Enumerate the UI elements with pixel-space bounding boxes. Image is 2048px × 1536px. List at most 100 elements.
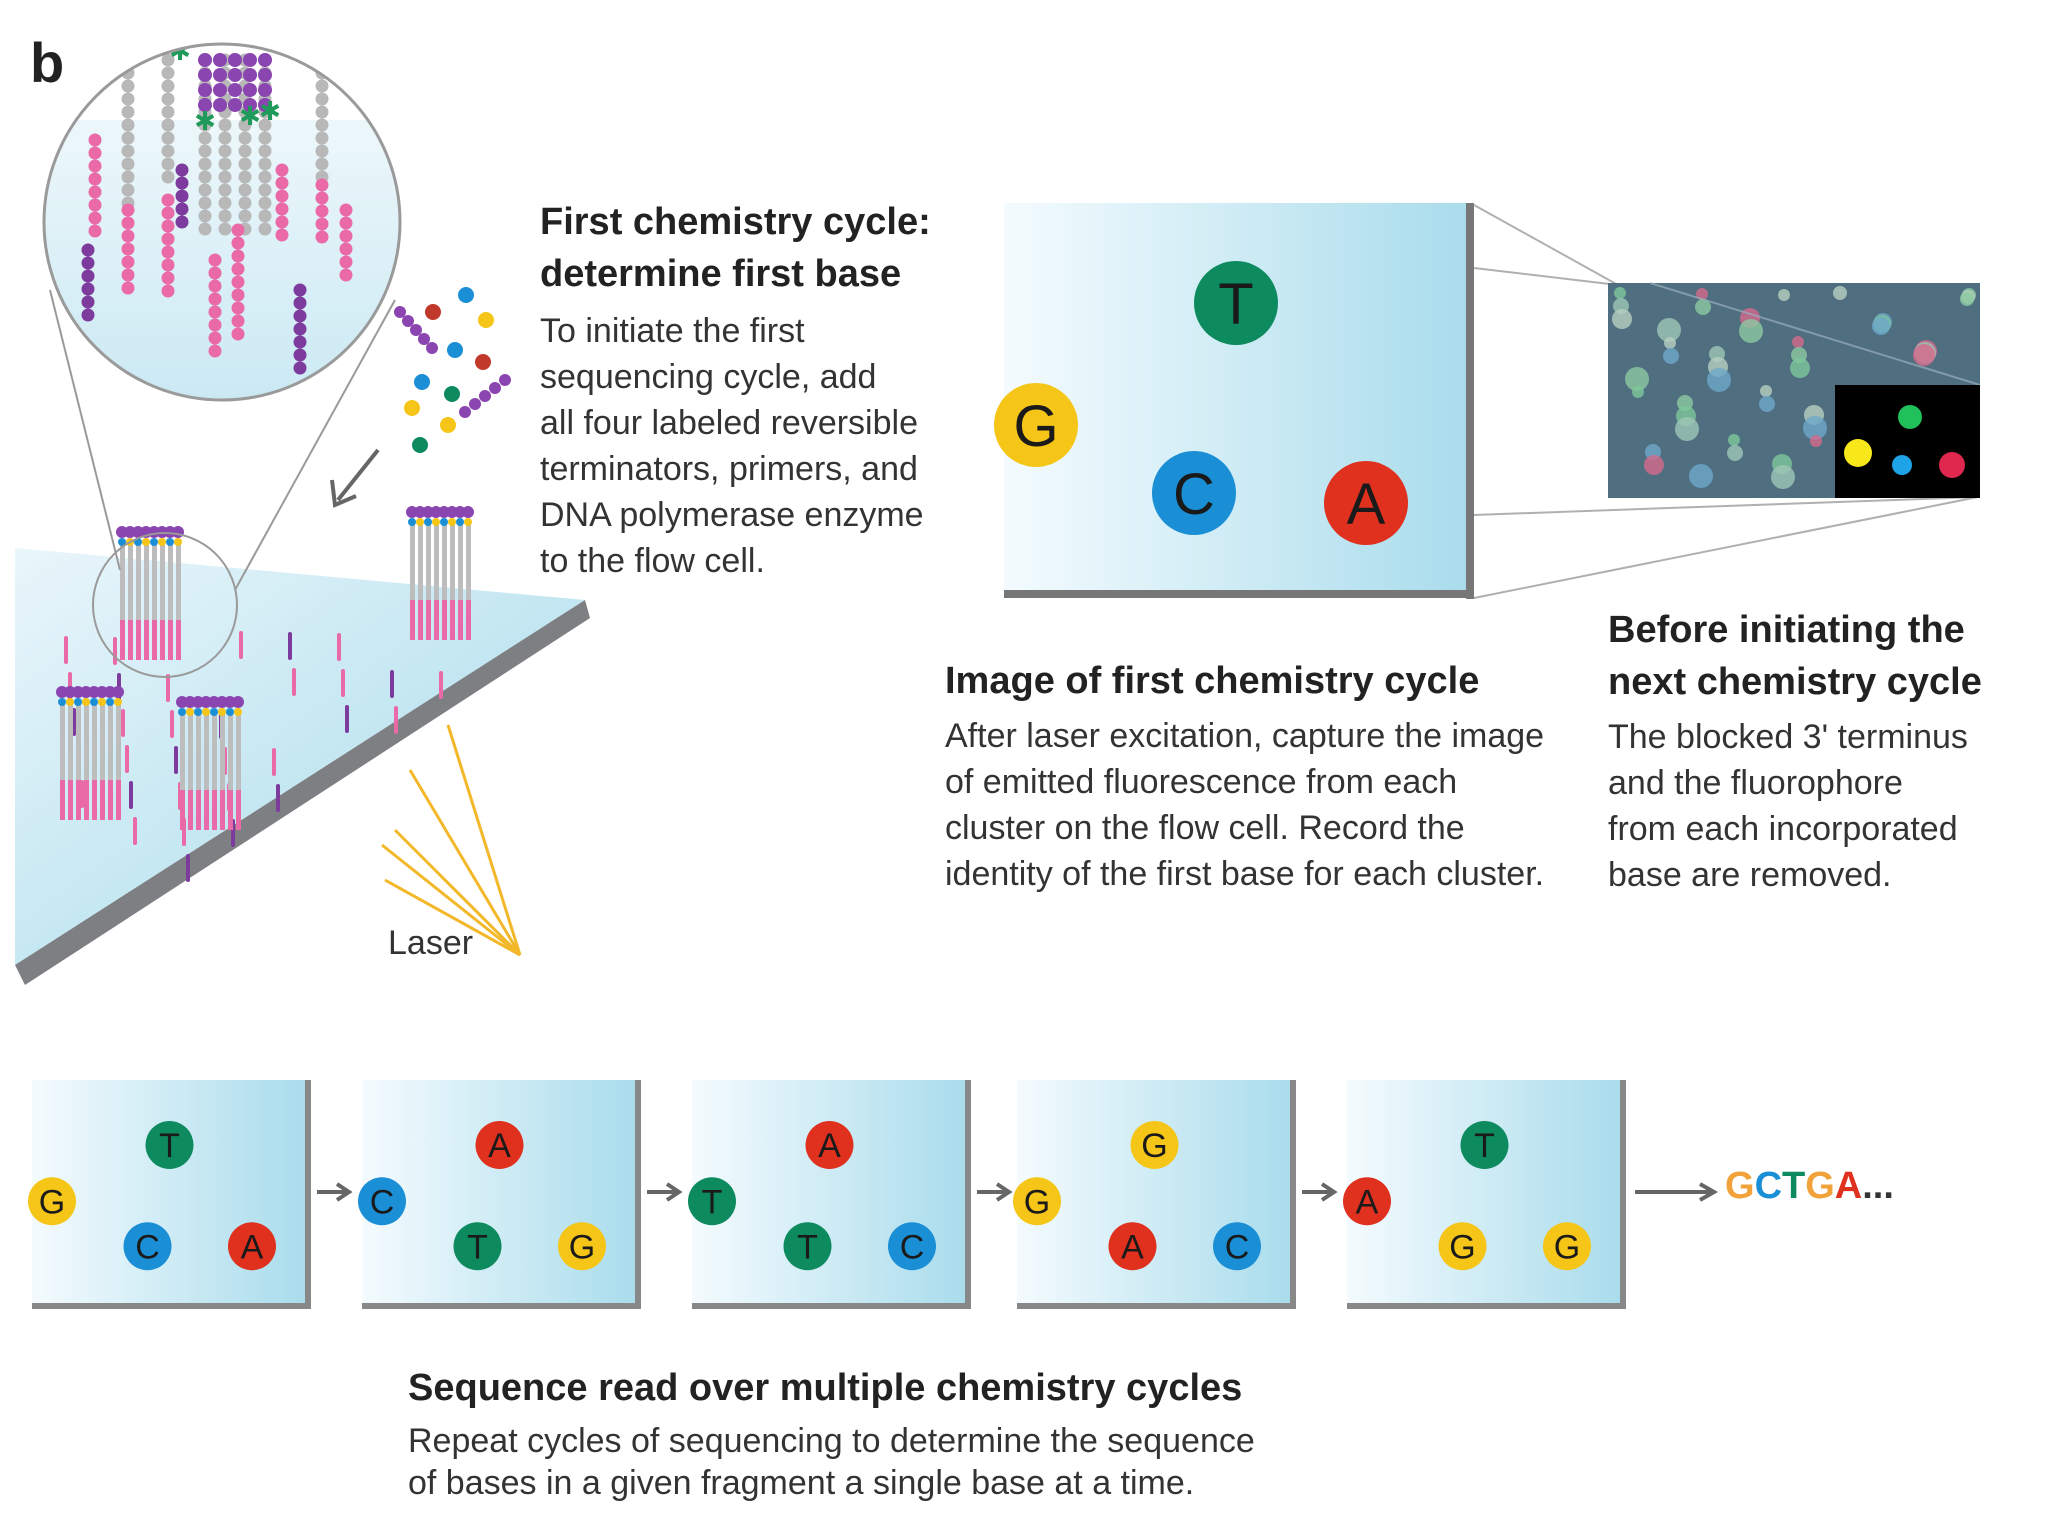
cycle-arrow [317, 1182, 353, 1202]
sequence-base: G [1805, 1165, 1835, 1207]
base-letter: G [569, 1228, 595, 1266]
zoom-lines [49, 289, 396, 591]
base-letter: G [1024, 1183, 1050, 1221]
next-cycle-desc-line: The blocked 3' terminus [1608, 718, 1968, 756]
cluster-highlight-ring [92, 532, 238, 678]
base-G-circle: G [1438, 1222, 1487, 1271]
multi-cycle-title: Sequence read over multiple chemistry cy… [408, 1367, 1243, 1409]
cycle-arrow [647, 1182, 683, 1202]
base-letter: T [1474, 1127, 1495, 1165]
base-letter: T [159, 1127, 180, 1165]
multi-cycle-desc-line: of bases in a given fragment a single ba… [408, 1464, 1195, 1502]
first-cycle-desc-line: all four labeled reversible [540, 404, 918, 442]
flow-cell-strands [56, 506, 474, 882]
base-G-circle: G [1543, 1222, 1591, 1271]
first-cycle-desc-line: sequencing cycle, add [540, 358, 877, 396]
base-letter: A [818, 1127, 841, 1165]
base-letter: G [39, 1183, 65, 1221]
base-letter: G [1013, 394, 1058, 459]
lens-dna-strands: ✱✱✱✱ [81, 44, 353, 375]
image-cycle-desc-line: of emitted fluorescence from each [945, 763, 1458, 801]
fluor-spot-blue [1892, 455, 1912, 475]
base-T-circle: T [453, 1222, 502, 1271]
magnified-cluster-lens: ✱✱✱✱ [42, 42, 402, 402]
cycle-frame: T A G G [1343, 1080, 1626, 1309]
multi-cycle-block: Sequence read over multiple chemistry cy… [408, 1362, 1308, 1504]
base-letter: T [467, 1228, 488, 1266]
base-letter: A [1121, 1228, 1144, 1266]
fluorescence-image [1608, 282, 1981, 498]
image-cycle-desc-line: identity of the first base for each clus… [945, 855, 1545, 893]
cycle-frame: A T T C [688, 1080, 971, 1309]
cycle-frame: T G C A [28, 1080, 311, 1309]
next-cycle-desc-line: base are removed. [1608, 856, 1892, 894]
multi-cycle-desc-line: Repeat cycles of sequencing to determine… [408, 1422, 1255, 1460]
cycle-arrow [977, 1182, 1013, 1202]
base-G-circle: G [1013, 1177, 1061, 1226]
first-cycle-title-line1: First chemistry cycle: [540, 201, 931, 243]
fluor-spot-green [1898, 405, 1922, 429]
first-cycle-desc-line: DNA polymerase enzyme [540, 496, 924, 534]
base-letter: G [1554, 1228, 1580, 1266]
svg-text:✱: ✱ [259, 96, 281, 126]
base-letter: A [1356, 1183, 1379, 1221]
sequence-ellipsis: ... [1862, 1165, 1894, 1207]
fluor-spot-yellow [1844, 439, 1872, 467]
base-letter: G [1141, 1127, 1167, 1165]
base-letter: T [797, 1228, 818, 1266]
base-A-circle: A [228, 1222, 276, 1271]
base-letter: G [1449, 1228, 1475, 1266]
base-A-circle: A [1343, 1177, 1391, 1226]
image-cycle-desc-line: After laser excitation, capture the imag… [945, 717, 1545, 755]
base-C-circle: C [358, 1177, 406, 1226]
base-letter: C [900, 1228, 925, 1266]
panel-letter: b [30, 31, 65, 94]
image-cycle-title: Image of first chemistry cycle [945, 660, 1480, 702]
base-A-circle: A [1324, 461, 1408, 545]
base-G-circle: G [994, 383, 1078, 467]
sequence-result: GCTGA... [1725, 1165, 1894, 1208]
base-letter: C [1173, 462, 1215, 527]
base-G-circle: G [558, 1222, 606, 1271]
fluor-spot-red [1939, 452, 1965, 478]
base-T-circle: T [145, 1121, 194, 1169]
base-G-circle: G [28, 1177, 76, 1226]
next-cycle-desc-line: from each incorporated [1608, 810, 1958, 848]
svg-text:✱: ✱ [194, 106, 216, 136]
base-G-circle: G [1130, 1121, 1179, 1169]
expansion-lines [1473, 204, 1979, 599]
next-cycle-block: Before initiating the next chemistry cyc… [1608, 604, 2038, 898]
base-letter: A [488, 1127, 511, 1165]
base-T-circle: T [783, 1222, 832, 1271]
free-labeled-nucleotides [394, 287, 511, 453]
first-cycle-desc-line: to the flow cell. [540, 542, 765, 580]
first-cycle-desc-line: To initiate the first [540, 312, 805, 350]
base-T-circle: T [1194, 261, 1278, 345]
base-letter: A [241, 1228, 264, 1266]
base-letter: T [702, 1183, 723, 1221]
cycle-frame: A C T G [358, 1080, 641, 1309]
first-cycle-desc-line: terminators, primers, and [540, 450, 918, 488]
first-cycle-block: First chemistry cycle: determine first b… [540, 196, 940, 584]
first-cycle-title-line2: determine first base [540, 253, 902, 295]
base-letter: C [370, 1183, 395, 1221]
sequence-base: G [1725, 1165, 1755, 1207]
base-letter: C [135, 1228, 160, 1266]
cycle-arrow [1302, 1182, 1338, 1202]
image-cycle-block: Image of first chemistry cycle After las… [945, 655, 1585, 897]
next-cycle-title-line2: next chemistry cycle [1608, 661, 1982, 703]
laser-label: Laser [388, 924, 474, 962]
svg-text:✱: ✱ [239, 101, 261, 131]
base-T-circle: T [1460, 1121, 1509, 1169]
base-T-circle: T [688, 1177, 736, 1226]
add-reagents-arrow [330, 448, 380, 508]
base-letter: T [1218, 272, 1253, 337]
next-cycle-desc-line: and the fluorophore [1608, 764, 1903, 802]
base-C-circle: C [123, 1222, 172, 1271]
sequence-base: T [1782, 1165, 1806, 1207]
next-cycle-title-line1: Before initiating the [1608, 609, 1965, 651]
first-cycle-image-frame: T G C A [994, 203, 1474, 599]
